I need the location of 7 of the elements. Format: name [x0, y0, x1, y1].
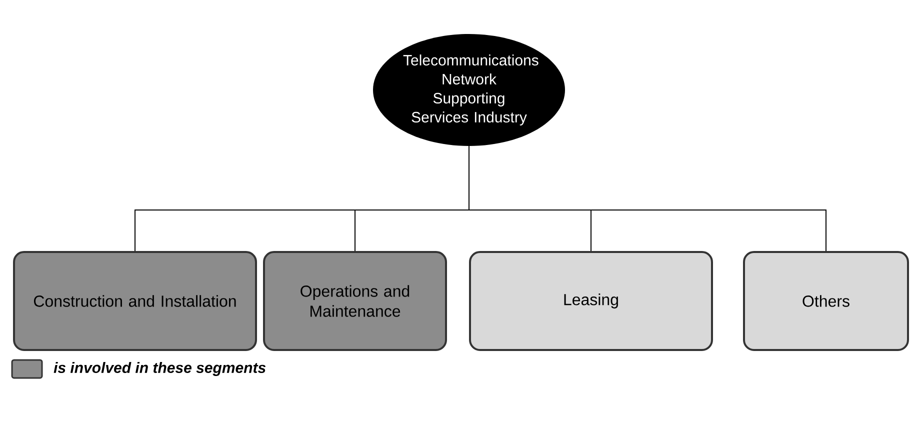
segment-box: Leasing: [469, 251, 713, 351]
segment-box: Construction and Installation: [13, 251, 257, 351]
connector: [468, 146, 826, 252]
segment-box: Others: [743, 251, 909, 351]
legend-text: is involved in these segments: [54, 362, 266, 376]
segment-box: Operations and Maintenance: [263, 251, 447, 351]
oval-node: Telecommunications Network Supporting Services Industry: [373, 34, 565, 146]
